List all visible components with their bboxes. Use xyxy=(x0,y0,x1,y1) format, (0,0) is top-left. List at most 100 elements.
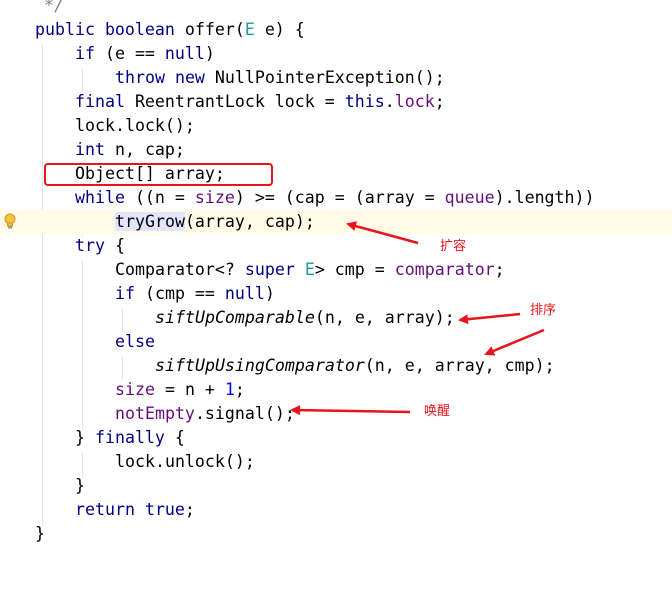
code-token: . xyxy=(384,92,395,111)
code-token: e) { xyxy=(254,20,305,39)
type-param: E xyxy=(304,260,315,279)
code-token: (array, cap); xyxy=(184,212,315,231)
indent-guide xyxy=(82,452,83,476)
indent-guide xyxy=(42,44,43,524)
code-line-try: try { xyxy=(0,234,672,258)
keyword: this xyxy=(344,92,385,111)
arrow-expand xyxy=(346,221,419,245)
code-token: ; xyxy=(494,260,505,279)
code-token: { xyxy=(104,236,125,255)
code-text: final ReentrantLock lock = this.lock; xyxy=(75,90,445,114)
code-text: lock.lock(); xyxy=(75,116,195,135)
code-token: ReentrantLock lock = xyxy=(124,92,345,111)
code-token: (e == xyxy=(94,44,165,63)
code-line-sift-comparator: siftUpUsingComparator(n, e, array, cmp); xyxy=(0,354,672,378)
keyword: final xyxy=(75,92,125,111)
code-text: tryGrow(array, cap); xyxy=(115,210,315,234)
code-token: (cmp == xyxy=(134,284,225,303)
code-line-trygrow: tryGrow(array, cap); xyxy=(0,210,672,234)
code-token: } xyxy=(75,428,95,447)
keyword: null xyxy=(224,284,265,303)
code-text: siftUpComparable(n, e, array); xyxy=(155,306,455,330)
code-editor[interactable]: */ public boolean offer(E e) { if (e == … xyxy=(0,0,672,551)
code-line-if-cmp: if (cmp == null) xyxy=(0,282,672,306)
code-line-if-null: if (e == null) xyxy=(0,42,672,66)
code-token: > cmp = xyxy=(314,260,395,279)
keyword: int xyxy=(75,140,105,159)
code-line-final-lock: final ReentrantLock lock = this.lock; xyxy=(0,90,672,114)
code-text: Comparator<? super E> cmp = comparator; xyxy=(115,258,505,282)
code-text: lock.unlock(); xyxy=(115,452,255,471)
field: notEmpty xyxy=(115,404,195,423)
highlight-box xyxy=(44,163,273,186)
keyword: true xyxy=(144,500,185,519)
code-token: { xyxy=(164,428,185,447)
code-line-size: size = n + 1; xyxy=(0,378,672,402)
indent-guide xyxy=(82,68,83,92)
keyword: else xyxy=(115,332,155,351)
code-line-close-brace: } xyxy=(0,474,672,498)
code-text: public boolean offer(E e) { xyxy=(35,18,305,42)
keyword: public xyxy=(35,20,95,39)
annotation-wakeup: 唤醒 xyxy=(424,404,451,419)
code-token: ).length)) xyxy=(494,188,595,207)
code-token: ; xyxy=(434,92,445,111)
code-token: ; xyxy=(234,380,245,399)
code-text: } xyxy=(75,476,85,495)
code-token: ) >= (cap = (array = xyxy=(234,188,445,207)
code-text: size = n + 1; xyxy=(115,378,245,402)
code-text: while ((n = size) >= (cap = (array = que… xyxy=(75,186,595,210)
method-call: tryGrow xyxy=(115,212,185,231)
code-line-method-signature: public boolean offer(E e) { xyxy=(0,18,672,42)
code-line-else: else xyxy=(0,330,672,354)
code-line-comparator: Comparator<? super E> cmp = comparator; xyxy=(0,258,672,282)
code-token: = n + xyxy=(154,380,225,399)
keyword: if xyxy=(115,284,135,303)
code-token: (n, e, array, cmp); xyxy=(364,356,555,375)
code-token: ) xyxy=(264,284,275,303)
keyword: new xyxy=(174,68,205,87)
code-token: .signal(); xyxy=(194,404,295,423)
code-text: try { xyxy=(75,234,125,258)
code-line: */ xyxy=(0,0,672,18)
code-line-unlock: lock.unlock(); xyxy=(0,450,672,474)
indent-guide xyxy=(82,260,83,428)
code-text: siftUpUsingComparator(n, e, array, cmp); xyxy=(155,354,555,378)
code-token: Comparator<? xyxy=(115,260,245,279)
type-param: E xyxy=(244,20,255,39)
keyword: null xyxy=(164,44,205,63)
indent-guide xyxy=(122,308,123,332)
indent-guide xyxy=(122,356,123,380)
arrow-sort-comparable xyxy=(458,312,521,325)
annotation-arrows xyxy=(290,221,545,416)
keyword: return xyxy=(75,500,135,519)
code-line-lock: lock.lock(); xyxy=(0,114,672,138)
arrow-sort-comparator xyxy=(484,328,545,356)
static-method-call: siftUpComparable xyxy=(155,308,315,327)
code-token: NullPointerException(); xyxy=(204,68,445,87)
code-token: (n, e, array); xyxy=(314,308,455,327)
keyword: while xyxy=(75,188,125,207)
code-token: ; xyxy=(184,500,195,519)
code-line-finally: } finally { xyxy=(0,426,672,450)
static-method-call: siftUpUsingComparator xyxy=(155,356,365,375)
annotation-expand: 扩容 xyxy=(440,239,467,254)
field: queue xyxy=(444,188,495,207)
number-literal: 1 xyxy=(224,380,235,399)
code-line-signal: notEmpty.signal(); xyxy=(0,402,672,426)
field: comparator xyxy=(394,260,495,279)
code-text: notEmpty.signal(); xyxy=(115,402,295,426)
method-name: offer( xyxy=(184,20,245,39)
code-text: } xyxy=(35,524,45,543)
keyword: super xyxy=(244,260,295,279)
comment-end: */ xyxy=(44,0,64,15)
lightbulb-icon[interactable] xyxy=(2,212,18,232)
code-token: n, cap; xyxy=(104,140,185,159)
code-text: throw new NullPointerException(); xyxy=(115,66,445,90)
arrow-wakeup xyxy=(290,405,411,416)
code-line-throw: throw new NullPointerException(); xyxy=(0,66,672,90)
keyword: try xyxy=(75,236,105,255)
code-token: ) xyxy=(204,44,215,63)
keyword: finally xyxy=(94,428,165,447)
code-text: } finally { xyxy=(75,426,185,450)
